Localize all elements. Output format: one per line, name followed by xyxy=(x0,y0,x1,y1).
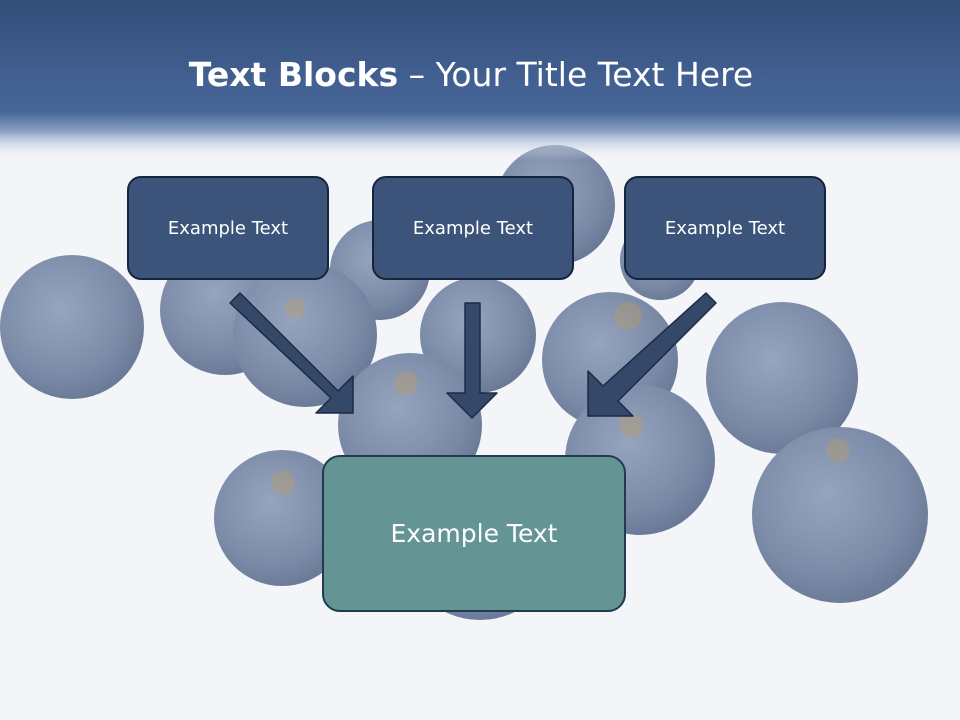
title-rest-part: – Your Title Text Here xyxy=(398,55,754,94)
text-block-3: Example Text xyxy=(624,176,826,280)
text-block-2-label: Example Text xyxy=(412,217,534,239)
arrow-left-diagonal xyxy=(229,292,354,414)
title-bold-part: Text Blocks xyxy=(188,55,399,94)
arrow-right-diagonal xyxy=(587,292,717,417)
result-text-block: Example Text xyxy=(322,455,626,612)
text-block-1-label: Example Text xyxy=(167,217,289,239)
text-block-3-label: Example Text xyxy=(664,217,786,239)
slide-title: Text Blocks – Your Title Text Here xyxy=(0,52,942,98)
arrow-center-down xyxy=(446,302,498,419)
text-block-2: Example Text xyxy=(372,176,574,280)
text-block-1: Example Text xyxy=(127,176,329,280)
result-text-block-label: Example Text xyxy=(390,519,558,548)
header-band xyxy=(0,0,960,160)
